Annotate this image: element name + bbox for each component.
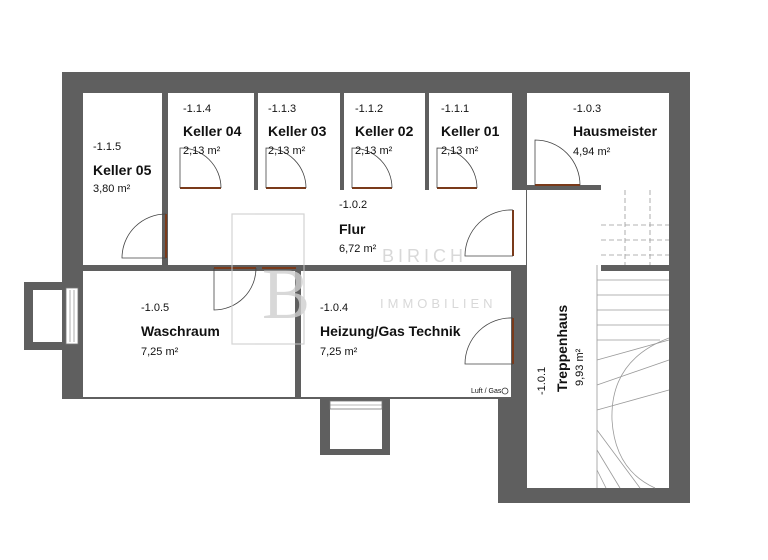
room-name: Keller 02: [355, 123, 414, 139]
luft-gas-label: Luft / Gas: [471, 388, 502, 395]
room-number: -1.1.2: [355, 103, 383, 115]
room-name: Keller 01: [441, 123, 500, 139]
room-area: 7,25 m²: [141, 346, 179, 358]
room-keller-04: -1.1.4 Keller 04 2,13 m²: [183, 103, 242, 157]
room-keller-02: -1.1.2 Keller 02 2,13 m²: [355, 103, 414, 157]
room-area: 2,13 m²: [183, 145, 221, 157]
room-name: Waschraum: [141, 323, 220, 339]
watermark: B BIRICH IMMOBILIEN: [231, 213, 497, 345]
room-name: Heizung/Gas Technik: [320, 323, 461, 339]
staircase: [596, 190, 670, 489]
room-number: -1.0.1: [536, 367, 548, 395]
room-name: Keller 03: [268, 123, 327, 139]
watermark-brand: BIRICH: [382, 246, 467, 266]
room-area: 7,25 m²: [320, 346, 358, 358]
room-keller-01: -1.1.1 Keller 01 2,13 m²: [441, 103, 500, 157]
room-number: -1.0.5: [141, 302, 169, 314]
doors: [121, 139, 581, 365]
luft-gas-marker: [501, 387, 509, 395]
watermark-logo: B: [262, 254, 310, 334]
watermark-sub: IMMOBILIEN: [380, 296, 497, 311]
room-flur: -1.0.2 Flur 6,72 m²: [339, 199, 377, 255]
room-number: -1.0.3: [573, 103, 601, 115]
room-area: 3,80 m²: [93, 183, 131, 195]
room-area: 2,13 m²: [355, 145, 393, 157]
room-name: Keller 05: [93, 162, 152, 178]
windows: [65, 287, 383, 410]
room-area: 2,13 m²: [441, 145, 479, 157]
room-area: 9,93 m²: [574, 348, 586, 386]
room-area: 2,13 m²: [268, 145, 306, 157]
room-keller-03: -1.1.3 Keller 03 2,13 m²: [268, 103, 327, 157]
room-number: -1.1.3: [268, 103, 296, 115]
room-area: 6,72 m²: [339, 243, 377, 255]
room-name: Keller 04: [183, 123, 242, 139]
room-name: Flur: [339, 221, 366, 237]
room-hausmeister: -1.0.3 Hausmeister 4,94 m²: [573, 103, 658, 158]
room-interiors: [33, 93, 669, 488]
room-area: 4,94 m²: [573, 146, 611, 158]
room-heizung: -1.0.4 Heizung/Gas Technik 7,25 m²: [320, 302, 461, 358]
room-name: Treppenhaus: [554, 305, 570, 392]
room-treppenhaus: -1.0.1 Treppenhaus 9,93 m²: [536, 305, 586, 395]
room-number: -1.1.4: [183, 103, 211, 115]
room-number: -1.1.5: [93, 141, 121, 153]
room-name: Hausmeister: [573, 123, 658, 139]
room-number: -1.0.2: [339, 199, 367, 211]
room-number: -1.1.1: [441, 103, 469, 115]
window-waschraum: [65, 287, 79, 345]
room-number: -1.0.4: [320, 302, 348, 314]
room-waschraum: -1.0.5 Waschraum 7,25 m²: [141, 302, 220, 358]
room-keller-05: -1.1.5 Keller 05 3,80 m²: [93, 141, 152, 195]
